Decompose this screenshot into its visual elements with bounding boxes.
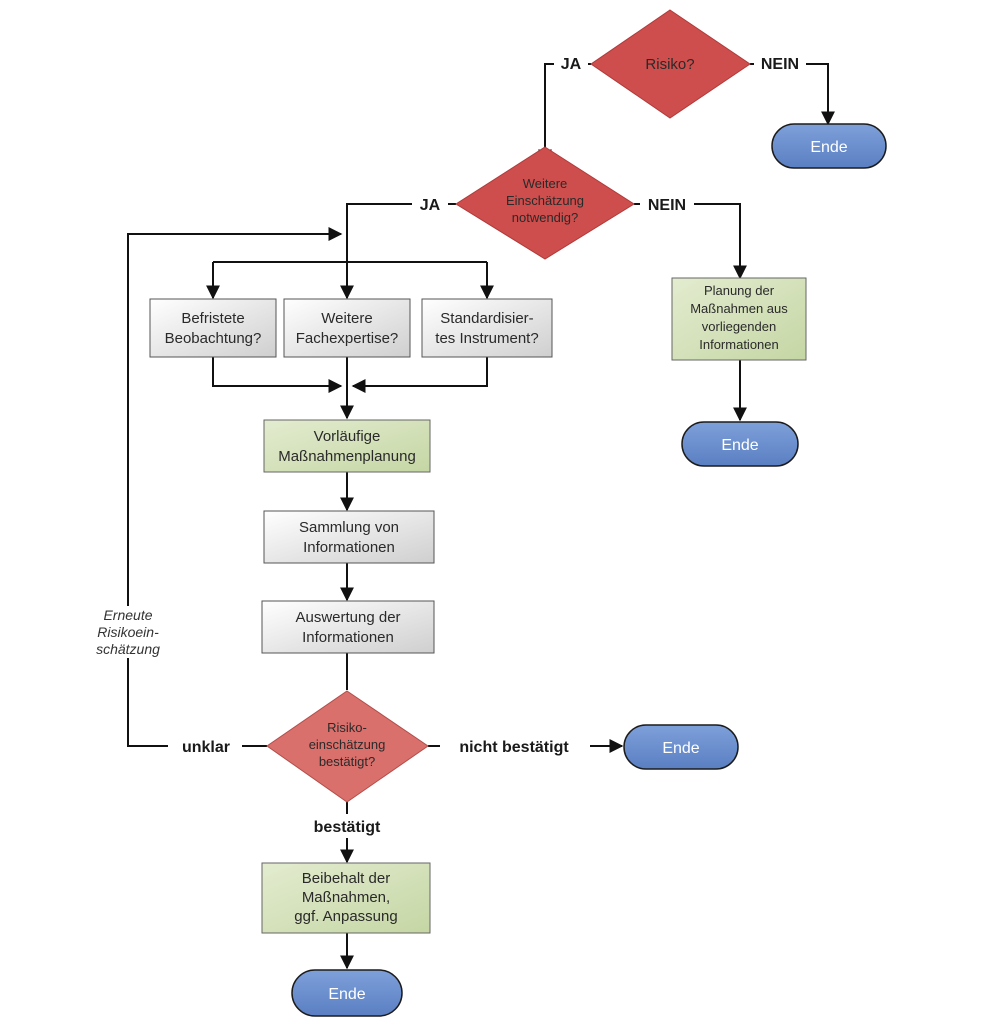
node-further-assessment-decision: Weitere Einschätzung notwendig? [455, 146, 635, 260]
end-bottom-label: Ende [328, 986, 365, 1003]
node-maintain-measures: Beibehalt der Maßnahmen, ggf. Anpassung [261, 862, 431, 934]
edge-from-instrument [351, 357, 488, 393]
collection-line-2: Informationen [303, 539, 395, 556]
node-end-not-confirmed: Ende [623, 724, 739, 770]
maintain-line-3: ggf. Anpassung [294, 908, 397, 925]
node-preliminary-planning: Vorläufige Maßnahmenplanung [263, 419, 431, 473]
node-information-evaluation: Auswertung der Informationen [261, 600, 435, 654]
end-right-mid-label: Ende [721, 437, 758, 454]
label-confirmed: bestätigt [314, 819, 381, 836]
planning-line-3: vorliegenden [702, 319, 776, 334]
observation-line-1: Befristete [181, 310, 244, 327]
confirmed-line-2: einschätzung [309, 737, 386, 752]
evaluation-line-2: Informationen [302, 629, 394, 646]
label-assessment-yes: JA [420, 197, 441, 214]
label-unclear: unklar [182, 739, 230, 756]
node-end-top-right: Ende [771, 123, 887, 169]
risk-decision-label: Risiko? [645, 56, 694, 73]
node-end-bottom: Ende [291, 969, 403, 1017]
end-not-confirmed-label: Ende [662, 740, 699, 757]
assessment-line-2: Einschätzung [506, 193, 584, 208]
confirmed-line-1: Risiko- [327, 720, 367, 735]
node-end-right-mid: Ende [681, 421, 799, 467]
instrument-line-1: Standardisier- [440, 310, 533, 327]
label-not-confirmed: nicht bestätigt [459, 739, 569, 756]
loop-label-line-2: Risikoein- [97, 624, 159, 640]
confirmed-line-3: bestätigt? [319, 754, 375, 769]
node-confirmed-decision: Risiko- einschätzung bestätigt? [266, 690, 429, 803]
label-risk-no: NEIN [761, 56, 799, 73]
evaluation-line-1: Auswertung der [295, 609, 400, 626]
observation-line-2: Beobachtung? [165, 330, 262, 347]
collection-line-1: Sammlung von [299, 519, 399, 536]
node-risk-decision: Risiko? [590, 9, 751, 119]
node-expertise: Weitere Fachexpertise? [283, 298, 411, 358]
maintain-line-2: Maßnahmen, [302, 889, 390, 906]
node-information-collection: Sammlung von Informationen [263, 510, 435, 564]
node-planning: Planung der Maßnahmen aus vorliegenden I… [671, 277, 807, 361]
edge-assessment-no [634, 203, 747, 280]
planning-line-1: Planung der [704, 283, 775, 298]
edge-labels: JA NEIN JA NEIN unklar nicht bestätigt b… [84, 52, 806, 838]
loop-label-line-3: schätzung [96, 641, 160, 657]
expertise-line-2: Fachexpertise? [296, 330, 399, 347]
node-instrument: Standardisier- tes Instrument? [421, 298, 553, 358]
planning-line-4: Informationen [699, 337, 779, 352]
instrument-line-2: tes Instrument? [435, 330, 538, 347]
expertise-line-1: Weitere [321, 310, 372, 327]
planning-line-2: Maßnahmen aus [690, 301, 788, 316]
loop-label-line-1: Erneute [103, 607, 152, 623]
assessment-line-3: notwendig? [512, 210, 579, 225]
preliminary-line-2: Maßnahmenplanung [278, 448, 416, 465]
label-risk-yes: JA [561, 56, 582, 73]
edge-risk-yes [538, 63, 591, 164]
maintain-line-1: Beibehalt der [302, 870, 390, 887]
edge-from-observation [212, 357, 343, 393]
preliminary-line-1: Vorläufige [314, 428, 381, 445]
label-assessment-no: NEIN [648, 197, 686, 214]
node-observation: Befristete Beobachtung? [149, 298, 277, 358]
assessment-line-1: Weitere [523, 176, 568, 191]
end-top-right-label: Ende [810, 139, 847, 156]
